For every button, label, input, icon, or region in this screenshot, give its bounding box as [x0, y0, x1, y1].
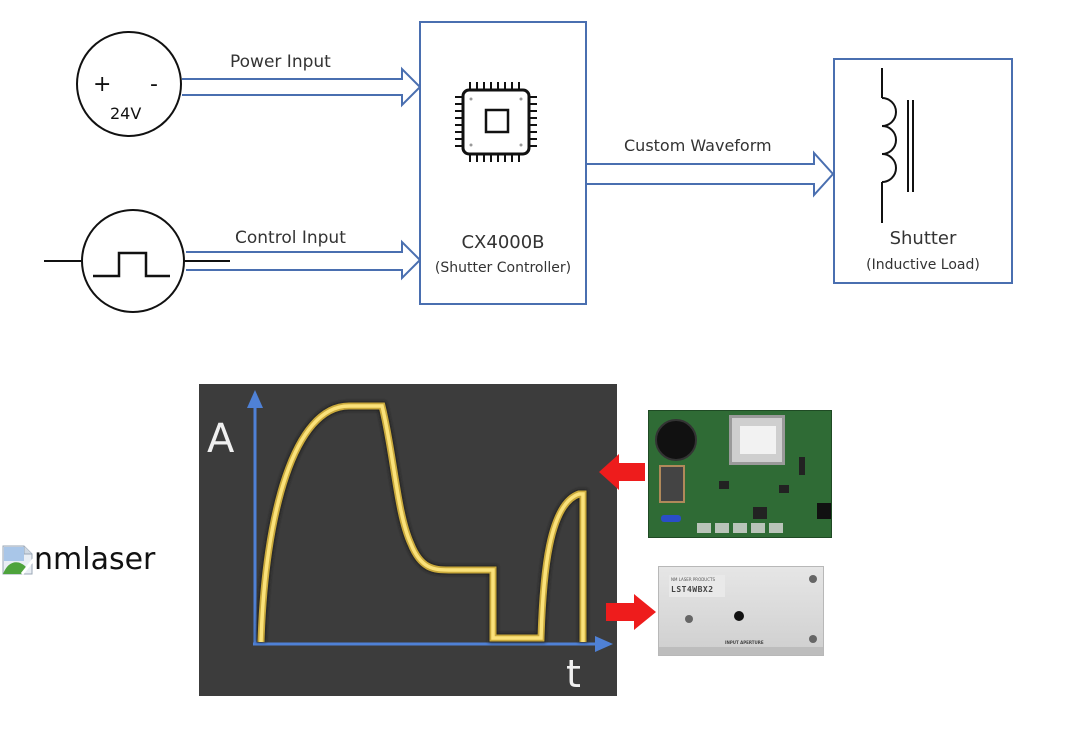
- blue-trimmer: [661, 515, 681, 522]
- pulse-icon: [93, 251, 170, 278]
- control-input-label: Control Input: [235, 228, 346, 248]
- controller-subtitle: (Shutter Controller): [434, 260, 572, 276]
- y-axis-label: A: [207, 416, 235, 462]
- jack-connector: [817, 503, 831, 519]
- arrow-to-shutter: [606, 594, 656, 630]
- aperture-label: INPUT APERTURE: [725, 640, 764, 645]
- power-voltage-label: 24V: [110, 104, 142, 123]
- terminal: [697, 523, 711, 533]
- control-source-circle: [81, 209, 185, 313]
- waveform-panel: [199, 384, 617, 696]
- load-subtitle: (Inductive Load): [866, 257, 980, 273]
- screw-hole: [809, 635, 817, 643]
- inductor-icon: [881, 68, 914, 223]
- block-diagram: [44, 21, 1013, 313]
- chip-icon: [455, 82, 537, 162]
- shutter-model-text: LST4WBX2: [671, 585, 714, 594]
- controller-name: CX4000B: [461, 232, 545, 253]
- red-right-arrow-icon: [606, 594, 656, 630]
- terminal: [733, 523, 747, 533]
- power-source-circle: [76, 31, 182, 137]
- terminal: [715, 523, 729, 533]
- broken-image-alt-text: nmlaser: [34, 542, 156, 577]
- controller-box: [419, 21, 587, 305]
- screw-hole: [685, 615, 693, 623]
- terminal: [769, 523, 783, 533]
- red-left-arrow-icon: [599, 454, 645, 490]
- ic-component: [719, 481, 729, 489]
- screw-hole: [809, 575, 817, 583]
- broken-image-icon: [2, 545, 36, 575]
- custom-waveform-label: Custom Waveform: [624, 136, 772, 155]
- x-axis-label: t: [566, 652, 581, 696]
- load-name: Shutter: [889, 228, 957, 249]
- ic-component: [779, 485, 789, 493]
- rf-shield: [729, 415, 785, 465]
- power-input-arrow: [182, 66, 422, 108]
- capacitor: [655, 419, 697, 461]
- custom-waveform-curve: [256, 401, 588, 643]
- power-minus-sign: -: [150, 72, 158, 97]
- y-axis-arrowhead: [247, 390, 263, 408]
- ic-component: [753, 507, 767, 519]
- shutter-unit-photo: NM LASER PRODUCTS LST4WBX2 INPUT APERTUR…: [658, 566, 824, 656]
- custom-waveform-arrow: [586, 150, 835, 198]
- x-axis-arrowhead: [595, 636, 613, 652]
- shutter-label-plate: [669, 575, 725, 597]
- load-box: [833, 58, 1013, 284]
- shutter-brand-text: NM LASER PRODUCTS: [671, 577, 716, 582]
- power-input-label: Power Input: [230, 52, 331, 72]
- mount-rail: [659, 647, 823, 655]
- ic-component: [799, 457, 805, 475]
- regulator: [659, 465, 685, 503]
- terminal: [751, 523, 765, 533]
- arrow-to-board: [599, 454, 645, 490]
- input-aperture: [734, 611, 744, 621]
- controller-board-photo: [648, 410, 832, 538]
- power-plus-sign: +: [93, 72, 112, 97]
- broken-image-link[interactable]: nmlaser: [2, 542, 155, 577]
- shield-label: [740, 426, 776, 454]
